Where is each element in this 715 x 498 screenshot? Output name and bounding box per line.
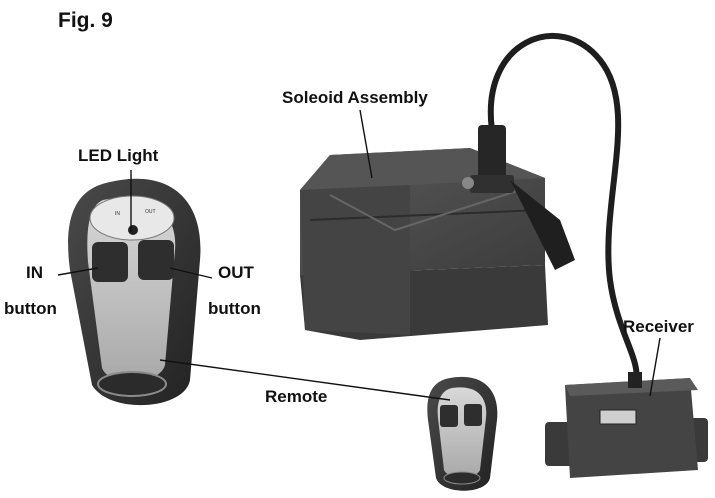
label-in-button: button — [4, 299, 57, 318]
label-out: OUT — [218, 263, 254, 282]
label-out-button: button — [208, 299, 261, 318]
label-remote: Remote — [265, 387, 328, 406]
plug-connector — [462, 125, 575, 270]
leader-lines — [57, 109, 661, 401]
cable — [487, 32, 640, 393]
small-remote — [427, 376, 498, 491]
large-remote — [68, 178, 201, 406]
label-in: IN — [26, 263, 43, 282]
label-solenoid-assembly: Soleoid Assembly — [282, 88, 428, 107]
label-receiver: Receiver — [623, 317, 694, 336]
faceplate-out-text: OUT — [145, 209, 156, 215]
faceplate-in-text: IN — [115, 211, 120, 217]
receiver-box — [545, 372, 708, 478]
label-led-light: LED Light — [78, 146, 159, 165]
figure-number: Fig. 9 — [58, 9, 113, 32]
